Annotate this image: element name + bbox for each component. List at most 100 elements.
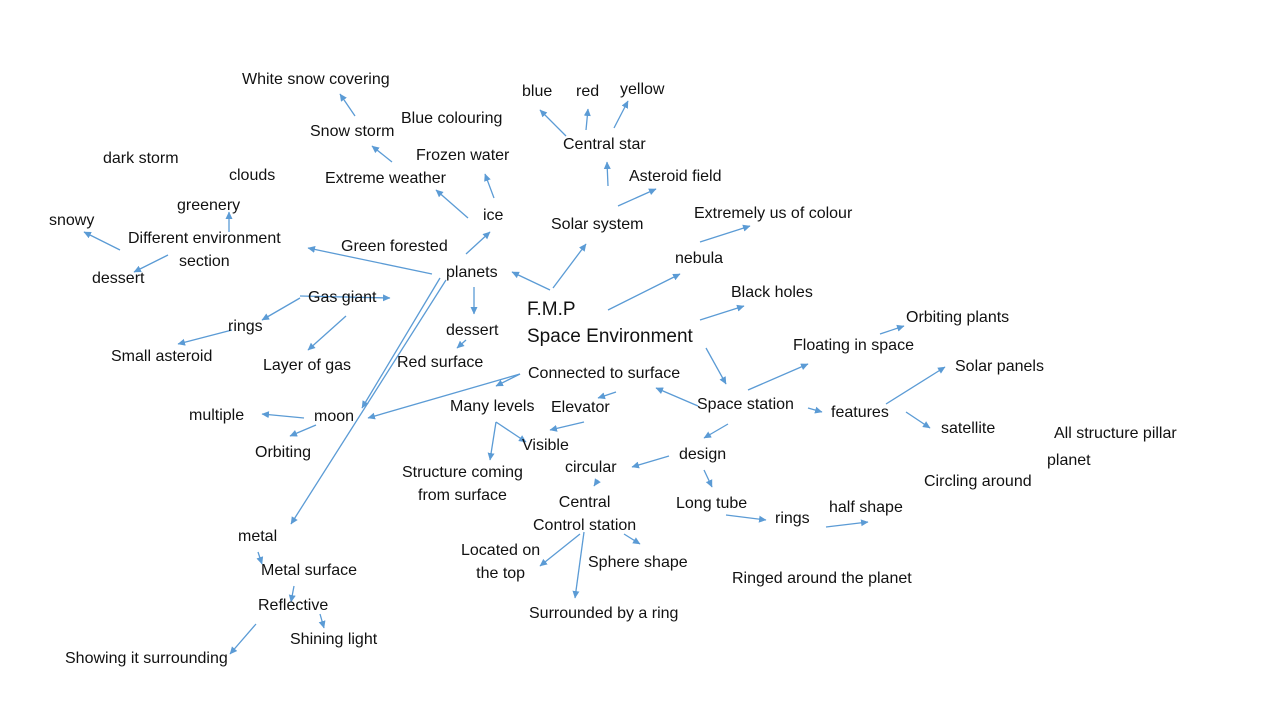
arrow-connector xyxy=(288,585,296,603)
node-long-tube: Long tube xyxy=(676,495,748,512)
arrow-connector xyxy=(299,294,391,302)
node-dark-storm: dark storm xyxy=(103,150,179,167)
node-features: features xyxy=(831,404,889,421)
node-nebula: nebula xyxy=(675,250,724,267)
node-floating-in-space: Floating in space xyxy=(793,337,914,354)
arrow-connector xyxy=(339,93,356,117)
node-sphere-shape: Sphere shape xyxy=(588,554,688,571)
node-blue-colouring: Blue colouring xyxy=(401,110,503,127)
node-central-star: Central star xyxy=(563,136,646,153)
node-solar-panels: Solar panels xyxy=(955,358,1044,375)
arrow-connector xyxy=(133,254,169,273)
node-black-holes: Black holes xyxy=(731,284,813,301)
node-yellow: yellow xyxy=(620,81,665,98)
arrow-connector xyxy=(703,423,729,439)
arrow-connector xyxy=(699,304,745,321)
node-layer-of-gas: Layer of gas xyxy=(263,357,352,374)
arrow-connector xyxy=(825,519,869,528)
node-fmp-space-environment: F.M.P Space Environment xyxy=(527,299,693,347)
node-multiple: multiple xyxy=(189,407,245,424)
arrow-connector xyxy=(725,514,767,523)
arrow-connector xyxy=(607,273,681,311)
arrow-connector xyxy=(371,145,393,163)
node-white-snow-covering: White snow covering xyxy=(242,71,390,88)
node-red: red xyxy=(576,83,600,100)
node-clouds: clouds xyxy=(229,167,276,184)
node-frozen-water: Frozen water xyxy=(416,147,510,164)
node-metal-surface: Metal surface xyxy=(261,562,358,579)
node-blue: blue xyxy=(522,83,553,100)
node-planets: planets xyxy=(446,264,498,281)
arrow-connector xyxy=(807,406,823,414)
node-dessert-left: dessert xyxy=(92,270,145,287)
arrow-connector xyxy=(593,478,601,487)
arrow-connector xyxy=(261,297,301,321)
arrow-connector xyxy=(261,411,305,419)
arrow-connector xyxy=(879,324,905,335)
arrow-connector xyxy=(256,551,264,565)
arrow-connector xyxy=(617,188,657,207)
arrow-connector xyxy=(705,347,727,385)
arrow-connector xyxy=(484,173,495,199)
arrow-connector xyxy=(699,224,751,243)
node-asteroid-field: Asteroid field xyxy=(629,168,722,185)
node-small-asteroid: Small asteroid xyxy=(111,348,213,365)
arrow-connector xyxy=(229,623,257,655)
arrow-connector xyxy=(885,366,946,405)
node-ringed-around-the-planet: Ringed around the planet xyxy=(732,570,912,587)
arrow-connector xyxy=(549,421,585,432)
node-ice: ice xyxy=(483,207,504,224)
arrow-connector xyxy=(361,277,441,409)
arrow-connector xyxy=(572,531,585,599)
node-metal: metal xyxy=(238,528,278,545)
arrow-connector xyxy=(465,231,491,255)
arrow-connector xyxy=(456,339,467,349)
node-surrounded-by-a-ring: Surrounded by a ring xyxy=(529,605,679,622)
arrow-connector xyxy=(367,373,521,420)
node-orbiting: Orbiting xyxy=(255,444,312,461)
node-circular: circular xyxy=(565,459,617,476)
node-extremely-us-of-colour: Extremely us of colour xyxy=(694,205,853,222)
arrow-connector xyxy=(603,161,611,187)
arrow-connector xyxy=(83,231,121,251)
arrow-connector xyxy=(289,424,317,437)
node-elevator: Elevator xyxy=(551,399,610,416)
node-rings-left: rings xyxy=(228,318,263,335)
arrow-connector xyxy=(597,391,617,400)
arrow-connector xyxy=(435,189,469,219)
arrow-connector xyxy=(495,421,527,443)
arrow-connector xyxy=(703,469,713,488)
node-structure-coming-from-surface: Structure coming from surface xyxy=(402,464,523,504)
node-showing-it-surrounding: Showing it surrounding xyxy=(65,650,228,667)
arrow-connector xyxy=(583,108,591,131)
arrow-connector xyxy=(905,411,931,429)
arrow-connector xyxy=(655,387,699,407)
arrow-connector xyxy=(539,109,567,137)
node-located-on-the-top: Located on the top xyxy=(461,542,541,582)
node-all-structure-pillar: All structure pillar xyxy=(1054,425,1177,442)
arrow-connector xyxy=(511,271,551,291)
arrow-connector xyxy=(623,533,641,545)
arrow-connector xyxy=(539,533,581,567)
node-dessert-mid: dessert xyxy=(446,322,499,339)
arrow-connector xyxy=(495,373,521,387)
node-extreme-weather: Extreme weather xyxy=(325,170,446,187)
node-gas-giant: Gas giant xyxy=(308,289,377,306)
node-greenery: greenery xyxy=(177,197,241,214)
node-orbiting-plants: Orbiting plants xyxy=(906,309,1010,326)
node-space-station: Space station xyxy=(697,396,794,413)
arrow-connector xyxy=(318,613,326,629)
node-moon: moon xyxy=(314,408,355,425)
node-reflective: Reflective xyxy=(258,597,329,614)
node-many-levels: Many levels xyxy=(450,398,535,415)
node-snowy: snowy xyxy=(49,212,95,229)
arrow-connector xyxy=(290,279,447,525)
node-shining-light: Shining light xyxy=(290,631,378,648)
node-design: design xyxy=(679,446,727,463)
node-snow-storm: Snow storm xyxy=(310,123,395,140)
node-red-surface: Red surface xyxy=(397,354,484,371)
node-central-control-station: Central Control station xyxy=(533,494,637,534)
arrow-connector xyxy=(487,421,497,461)
